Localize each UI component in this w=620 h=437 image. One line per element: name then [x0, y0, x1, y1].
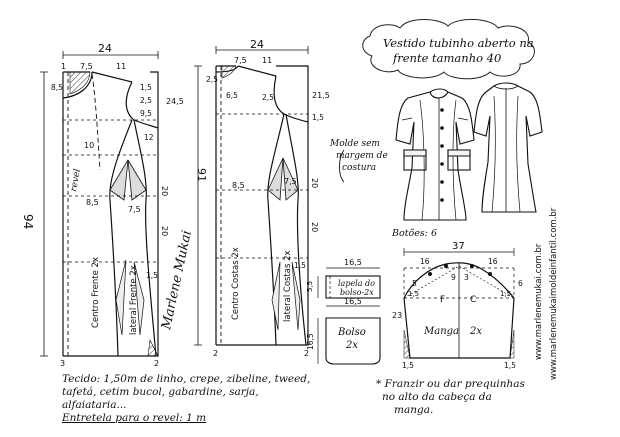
- sleeve-side: 23: [392, 311, 402, 320]
- pocket-flap-label-1: lapela do: [338, 279, 375, 288]
- pocket-flap-height: 5,5: [306, 281, 314, 292]
- fabric-note-line-1: Tecido: 1,50m de linho, crepe, zibeline,…: [62, 373, 311, 385]
- front-center-label: Centro Frente 2x: [91, 257, 101, 328]
- front-revel: revel: [69, 168, 83, 192]
- website-2: www.marlenemukaimoldeinfantil.com.br: [549, 207, 559, 380]
- sleeve-back-mark: C: [470, 295, 476, 305]
- front-bodice-pattern: [40, 51, 159, 357]
- pocket-label-1: Bolso: [337, 327, 366, 338]
- sleeve-hem-a: 1,5: [402, 361, 414, 370]
- front-lateral-label: lateral Frente 2x: [129, 265, 139, 335]
- back-hip-a: 20: [310, 178, 319, 188]
- fabric-note-line-2: tafetá, cetim bucol, gabardine, sarja, a…: [62, 386, 259, 411]
- back-armhole-a: 2,5: [262, 93, 274, 102]
- sleeve-qty: 2x: [469, 326, 482, 337]
- sleeve-cap-c: 9: [451, 273, 456, 282]
- front-bust-width: 10: [84, 141, 94, 150]
- front-shoulder-a: 7,5: [80, 62, 93, 71]
- sleeve-top-left: 16: [420, 257, 430, 266]
- back-lateral-label: lateral Costas 2x: [283, 250, 293, 322]
- fabric-note: Tecido: 1,50m de linho, crepe, zibeline,…: [62, 373, 322, 425]
- back-side-mid: 1,5: [312, 113, 324, 122]
- front-armhole-b: 2,5: [140, 96, 152, 105]
- sleeve-mid-a: 1,5: [408, 290, 419, 298]
- back-width-top: 24: [250, 38, 264, 51]
- front-bust-mark: 9,5: [140, 109, 152, 118]
- front-waist-width: 7,5: [128, 205, 141, 214]
- sleeve-cap-b: 6: [518, 279, 523, 288]
- front-dart-upper: 12: [144, 133, 154, 142]
- back-length: 91: [195, 168, 208, 182]
- sleeve-cap-d: 3: [464, 273, 469, 282]
- back-bodice-pattern: [194, 46, 309, 346]
- title-line-1: Vestido tubinho aberto na: [383, 36, 534, 50]
- back-waist-b: 7,5: [284, 177, 297, 186]
- franzir-note-line-1: * Franzir ou dar prequinhas: [376, 378, 525, 390]
- front-hip-a: 20: [160, 186, 169, 196]
- back-hem-mark: 1,5: [294, 261, 306, 270]
- front-waist-mark: 8,5: [86, 198, 99, 207]
- front-bottom-left: 3: [60, 359, 65, 368]
- fabric-note-line-3: Entretela para o revel: 1 m: [62, 412, 207, 424]
- sleeve-cap-dots: [428, 264, 492, 276]
- sleeve-label: Manga: [423, 326, 459, 337]
- molde-note-line-3: costura: [342, 163, 376, 173]
- front-bottom-right: 2: [154, 359, 159, 368]
- sleeve-pattern: [403, 248, 515, 359]
- buttons-count: Botões: 6: [391, 228, 437, 239]
- back-bottom-left: 2: [213, 349, 218, 358]
- front-top-left: 1: [61, 62, 66, 71]
- back-shoulder-a: 7,5: [234, 56, 247, 65]
- back-waist-a: 8,5: [232, 181, 245, 190]
- sleeve-hem-b: 1,5: [504, 361, 516, 370]
- molde-note-line-1: Molde sem: [329, 139, 380, 149]
- pocket-flap-label-2: bolso-2x: [340, 288, 374, 297]
- dress-buttons: [440, 108, 444, 202]
- dress-front-illustration: [395, 88, 475, 221]
- molde-note-bracket: [339, 149, 345, 183]
- dress-back-illustration: [473, 82, 543, 213]
- front-width-top: 24: [98, 42, 112, 55]
- sleeve-mid-b: 1,5: [500, 290, 511, 298]
- website-1: www.marlenemukai.com.br: [534, 243, 544, 360]
- pocket-flap-width: 16,5: [344, 258, 362, 267]
- pocket-height: 16,5: [306, 333, 315, 350]
- sleeve-cap-a: 5: [412, 279, 417, 288]
- franzir-note-line-3: manga.: [394, 404, 434, 416]
- front-side-upper: 24,5: [166, 97, 184, 106]
- back-side-upper: 21,5: [312, 91, 330, 100]
- back-hip-b: 20: [310, 222, 319, 232]
- back-neck-a: 2,5: [206, 75, 218, 84]
- sleeve-top-right: 16: [488, 257, 498, 266]
- franzir-note: * Franzir ou dar prequinhas no alto da c…: [376, 378, 536, 417]
- pocket-pattern: [317, 305, 381, 365]
- title-line-2: frente tamanho 40: [392, 51, 501, 65]
- front-shoulder-b: 11: [116, 62, 126, 71]
- back-bottom-right: 2: [304, 349, 309, 358]
- franzir-note-line-2: no alto da cabeça da: [382, 391, 492, 403]
- title-cloud: [362, 19, 535, 80]
- back-center-label: Centro Costas 2x: [231, 247, 241, 320]
- molde-note-line-2: margem de: [336, 151, 388, 161]
- front-armhole-a: 1,5: [140, 83, 152, 92]
- pocket-flap-pattern: [317, 267, 381, 299]
- front-hem-mark: 1,5: [146, 271, 158, 280]
- back-shoulder-b: 11: [262, 56, 272, 65]
- pocket-width: 16,5: [344, 297, 362, 306]
- front-length: 94: [21, 214, 35, 229]
- pocket-label-2: 2x: [345, 340, 358, 351]
- sleeve-front-mark: F: [440, 295, 445, 305]
- front-neck-drop: 8,5: [51, 83, 63, 92]
- sleeve-width: 37: [452, 241, 465, 252]
- front-hip-b: 20: [160, 226, 169, 236]
- back-neck-b: 6,5: [226, 91, 238, 100]
